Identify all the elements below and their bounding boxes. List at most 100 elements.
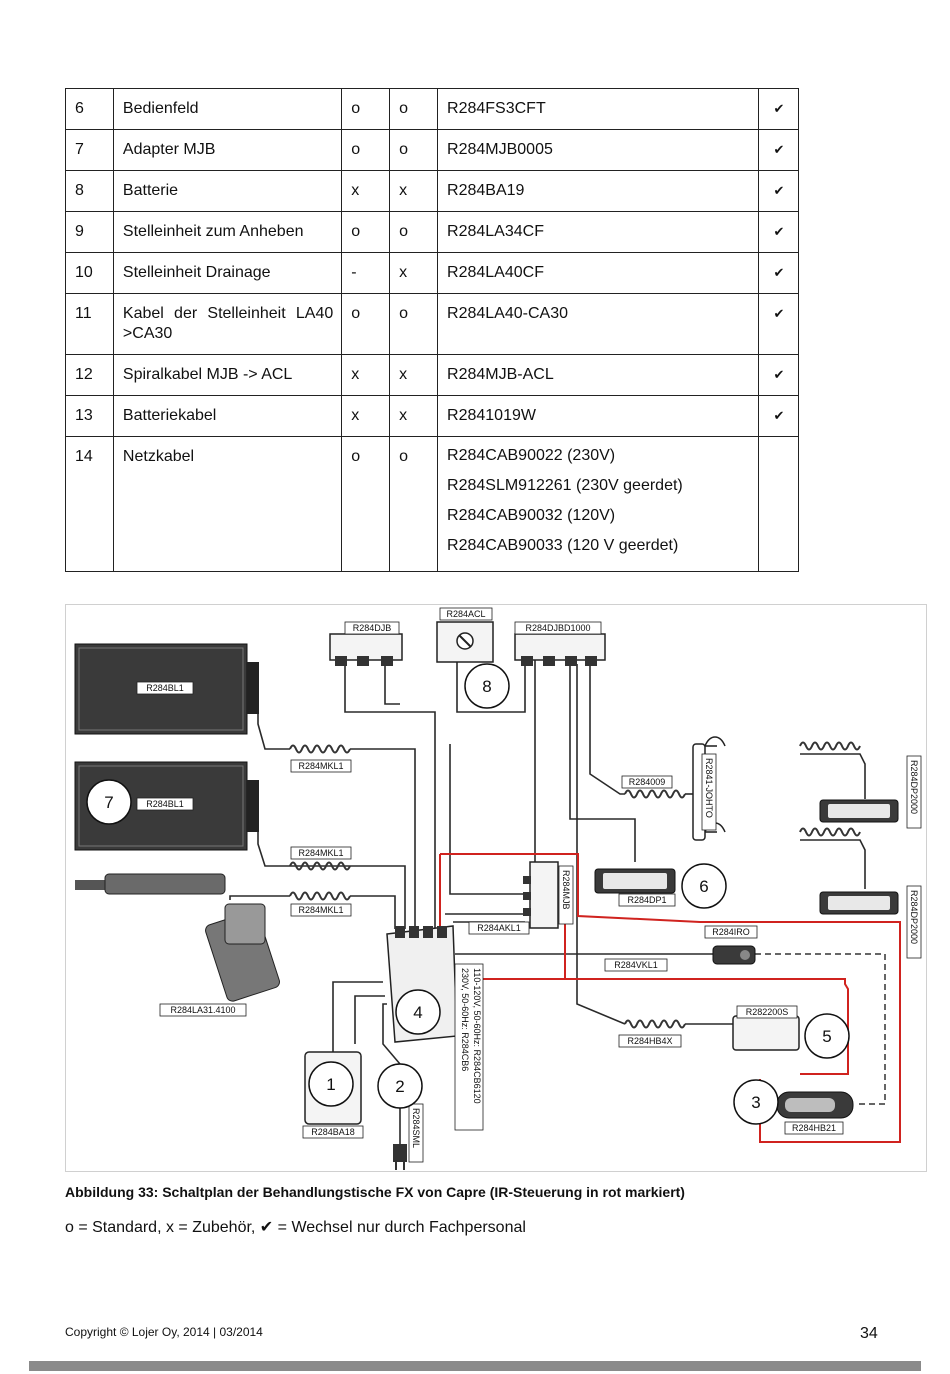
mains-plug [393, 1144, 407, 1170]
label-bl1-top: R284BL1 [146, 683, 184, 693]
label-mkl1-a: R284MKL1 [298, 761, 343, 771]
wire-mkl1-c [350, 895, 396, 929]
label-acl: R284ACL [446, 609, 485, 619]
row-check: ✔ [758, 170, 799, 212]
label-la31: R284LA31.4100 [170, 1005, 235, 1015]
wiring-diagram: R284DJB R284ACL R284DJBD1000 R284BL1 R28… [65, 604, 927, 1172]
callout-4-circle [395, 989, 441, 1035]
label-djb: R284DJB [353, 623, 392, 633]
callout-4: 4 [413, 1003, 422, 1022]
wire-dp2000-bottom [800, 839, 866, 889]
wire-sml-a [354, 995, 385, 1044]
label-joht: R2841-JOHTO [704, 758, 714, 818]
copyright-text: Copyright © Lojer Oy, 2014 | 03/2014 [65, 1325, 263, 1339]
dp2000-panel-top [819, 799, 899, 823]
row-codes: R2841019W [437, 395, 760, 437]
wire-ba18 [332, 981, 383, 1054]
label-dp2000-bottom: R284DP2000 [909, 890, 919, 944]
wire-djbd-mjb [449, 744, 530, 895]
row-col-a: o [341, 293, 391, 355]
label-vkl1: R284VKL1 [614, 960, 658, 970]
part-code: R284BA19 [447, 182, 525, 199]
callout-2: 2 [395, 1077, 404, 1096]
row-check: ✔ [758, 211, 799, 253]
coiled-cables [289, 741, 861, 1029]
djb-junction-box [329, 633, 403, 666]
callout-3-circle [733, 1079, 779, 1125]
row-col-a: o [341, 211, 391, 253]
callout-5: 5 [822, 1027, 831, 1046]
wire-djbd-joht [589, 664, 625, 795]
row-number: 10 [65, 252, 114, 294]
ir-link-hb21 [440, 978, 849, 1075]
row-name: Netzkabel [112, 436, 343, 572]
label-iro: R284IRO [712, 927, 750, 937]
row-number: 14 [65, 436, 114, 572]
wire-djb [344, 659, 436, 929]
linear-actuator [75, 873, 280, 1002]
label-mjb: R284MJB [561, 870, 571, 910]
row-check: ✔ [758, 354, 799, 396]
legend-text: o = Standard, x = Zubehör, ✔ = Wechsel n… [65, 1219, 526, 1236]
part-code: R284CAB90032 (120V) [447, 507, 616, 524]
label-mkl1-c: R284MKL1 [298, 905, 343, 915]
djbd-junction-box [514, 633, 606, 666]
row-name: Stelleinheit zum Anheben [112, 211, 343, 253]
coil-r284009 [624, 789, 686, 799]
part-code: R284MJB0005 [447, 141, 553, 158]
row-col-a: o [341, 436, 391, 572]
dp1-panel [594, 868, 676, 894]
label-sml: R284SML [411, 1108, 421, 1148]
callouts: 1 2 3 4 5 6 7 8 [86, 663, 850, 1125]
coil-mkl1-c [289, 891, 351, 901]
row-col-b: x [389, 170, 439, 212]
callout-2-circle [377, 1063, 423, 1109]
coil-dp2000-top [799, 741, 861, 751]
label-akl1: R284AKL1 [477, 923, 521, 933]
part-code: R284LA34CF [447, 223, 544, 240]
callout-3: 3 [751, 1093, 760, 1112]
row-codes: R284CAB90022 (230V)R284SLM912261 (230V g… [437, 436, 760, 572]
wire-dp2000-top [800, 753, 866, 799]
hb21-hand-remote [776, 1091, 854, 1119]
part-code: R284FS3CFT [447, 100, 546, 117]
ir-box-main [440, 853, 901, 1024]
mjb-adapter [523, 861, 559, 929]
row-name: Kabel der Stelleinheit LA40 >CA30 [112, 293, 343, 355]
row-codes: R284BA19 [437, 170, 760, 212]
row-col-a: - [341, 252, 391, 294]
label-dp2000-top: R284DP2000 [909, 760, 919, 814]
wire-djb-b [384, 659, 400, 705]
row-col-b: o [389, 129, 439, 171]
acl-unit [436, 621, 494, 663]
label-spec-2: 110-120V, 50-60Hz: R284CB6120 [472, 968, 482, 1104]
row-col-b: o [389, 88, 439, 130]
row-number: 7 [65, 129, 114, 171]
row-name: Adapter MJB [112, 129, 343, 171]
footer-bar [29, 1361, 921, 1371]
coil-mkl1-b [289, 861, 351, 871]
part-code: R284LA40CF [447, 264, 544, 281]
coil-hb4x [624, 1019, 686, 1029]
row-number: 13 [65, 395, 114, 437]
row-codes: R284FS3CFT [437, 88, 760, 130]
row-codes: R284LA34CF [437, 211, 760, 253]
wire-djbd-dp1 [569, 664, 636, 862]
label-ba18: R284BA18 [311, 1127, 355, 1137]
row-col-a: x [341, 395, 391, 437]
row-check: ✔ [758, 88, 799, 130]
row-number: 9 [65, 211, 114, 253]
callout-7: 7 [104, 793, 113, 812]
wire-mkl1-a [350, 748, 416, 929]
row-check: ✔ [758, 395, 799, 437]
row-col-b: x [389, 354, 439, 396]
row-name: Bedienfeld [112, 88, 343, 130]
page-number: 34 [860, 1325, 878, 1342]
